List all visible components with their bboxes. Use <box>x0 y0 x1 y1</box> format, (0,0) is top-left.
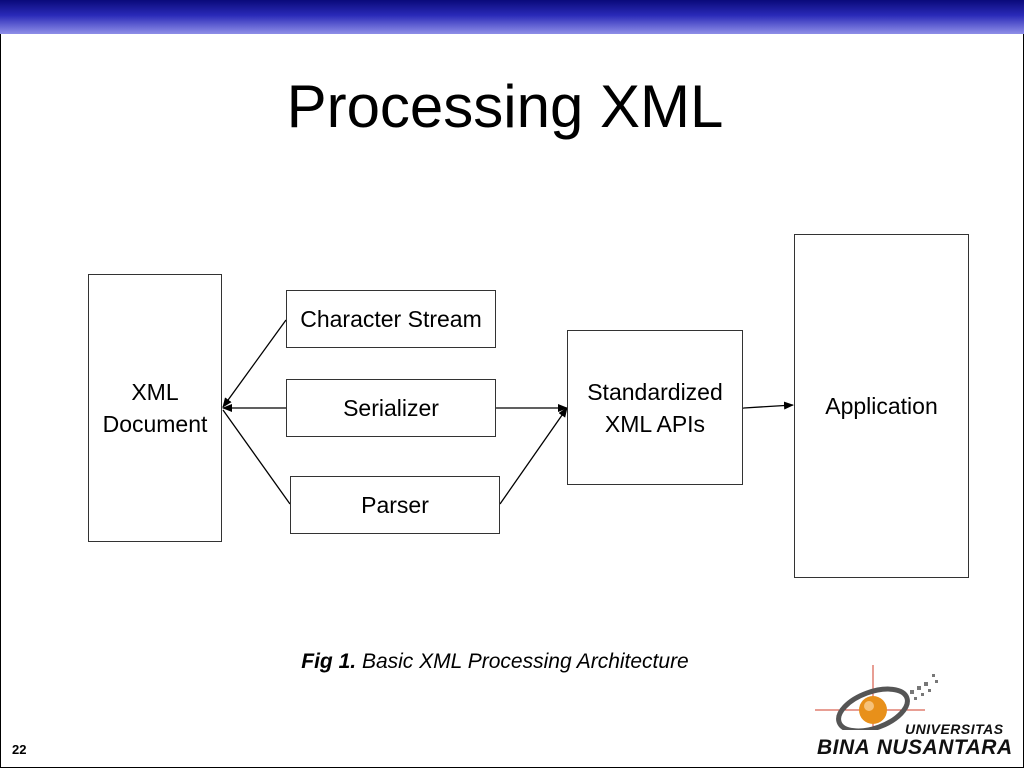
connector-charstream-xmldoc <box>222 319 287 408</box>
logo-text-universitas: UNIVERSITAS <box>905 721 1004 737</box>
node-xml-document: XML Document <box>88 274 222 542</box>
logo-text-bina: BINA <box>817 736 871 759</box>
header-bar <box>0 0 1024 34</box>
logo-emblem-icon <box>815 665 938 730</box>
logo-text-nusantara: NUSANTARA <box>876 736 1013 759</box>
caption-text: Basic XML Processing Architecture <box>361 650 689 673</box>
figure-caption: Fig 1. Basic XML Processing Architecture <box>0 650 990 674</box>
page-number: 22 <box>12 742 27 757</box>
slide-title: Processing XML <box>286 73 724 140</box>
university-logo: UNIVERSITAS BINA NUSANTARA <box>815 660 1012 760</box>
connector-parser-xmldoc <box>222 409 291 505</box>
caption-label: Fig 1. <box>301 650 357 673</box>
node-character-stream: Character Stream <box>286 290 496 348</box>
node-standardized-apis: Standardized XML APIs <box>567 330 743 485</box>
node-parser: Parser <box>290 476 500 534</box>
node-serializer: Serializer <box>286 379 496 437</box>
connector-parser-apis <box>499 407 568 505</box>
node-application: Application <box>794 234 969 578</box>
logo-text-bina-nusantara: BINA NUSANTARA <box>817 736 1013 760</box>
connector-apis-application <box>734 401 794 413</box>
